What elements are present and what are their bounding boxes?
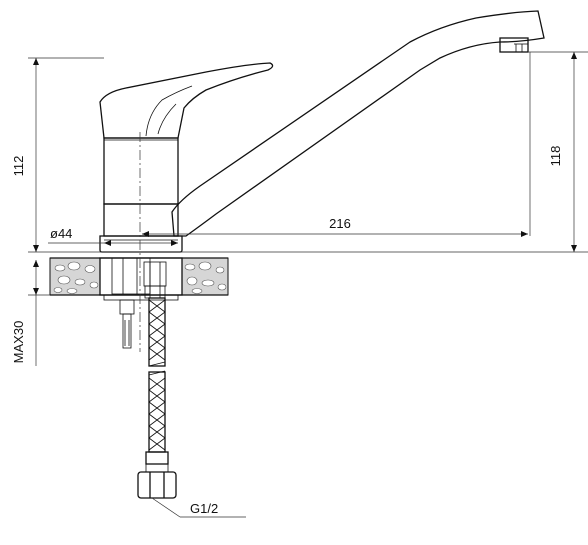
dimension-base-diameter-label: ø44 (50, 226, 72, 241)
thread-callout: G1/2 (151, 497, 246, 518)
dimension-112-label: 112 (11, 156, 26, 177)
countertop (49, 257, 229, 296)
dimension-max30: MAX30 (11, 260, 39, 366)
dimension-118: 118 (548, 52, 577, 252)
dimension-216: 216 (142, 216, 528, 237)
thread-label: G1/2 (190, 501, 218, 516)
lever-handle (99, 62, 274, 139)
faucet-body (99, 137, 183, 253)
dimension-118-label: 118 (548, 146, 563, 167)
dimension-max30-label: MAX30 (11, 321, 26, 364)
braided-hose (145, 297, 169, 465)
dimension-216-label: 216 (329, 216, 351, 231)
extension-lines (28, 51, 588, 296)
dimension-base-diameter: ø44 (48, 226, 178, 246)
mounting-hardware (99, 257, 183, 349)
dimension-112: 112 (11, 58, 39, 252)
spout (171, 10, 545, 237)
hose-nut (137, 464, 177, 499)
